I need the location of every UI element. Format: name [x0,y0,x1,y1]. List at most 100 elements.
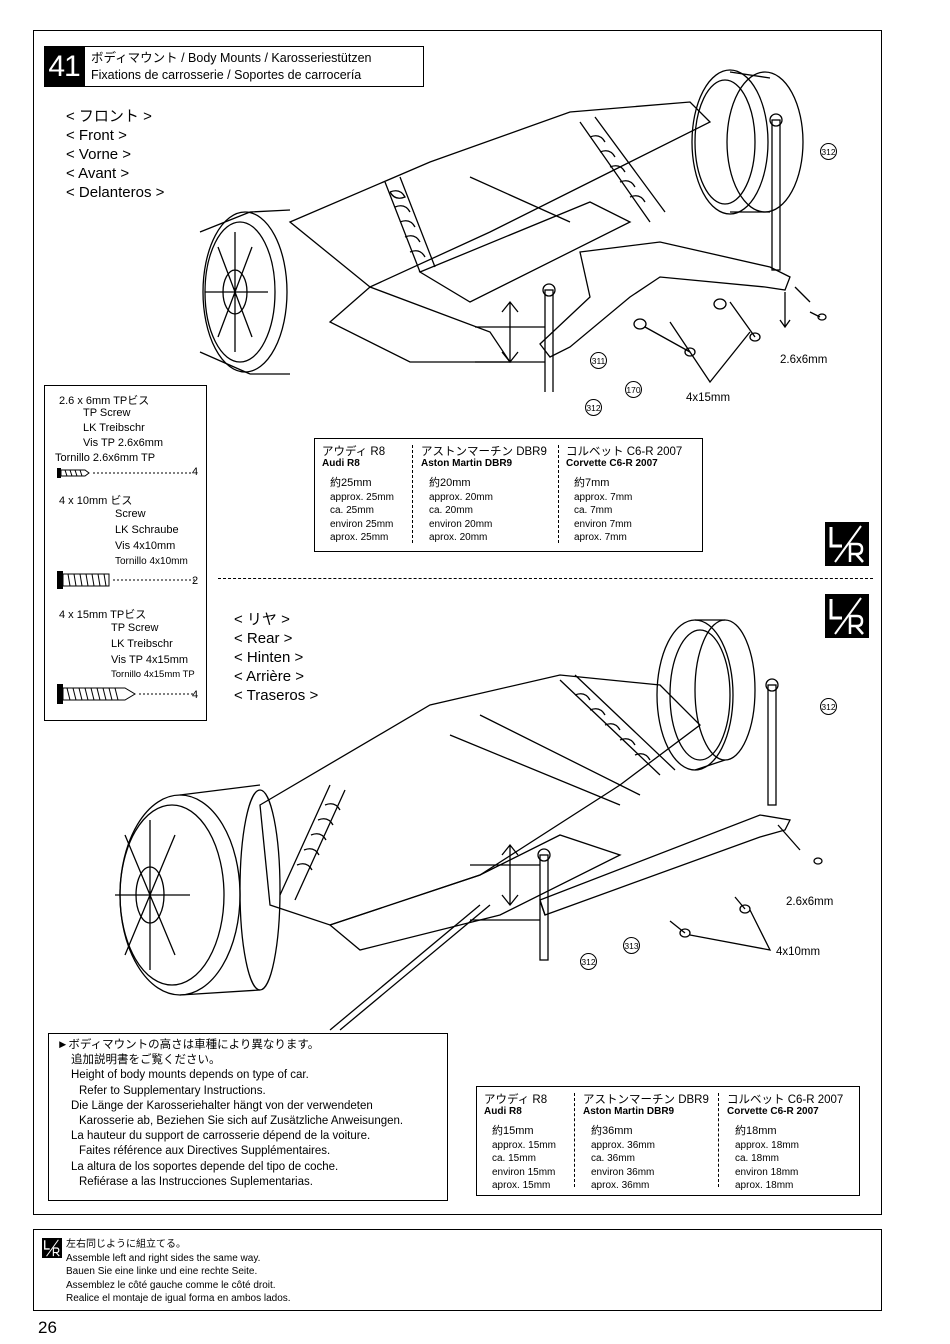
part-number-312-front-b: 312 [585,399,602,416]
height-value: aprox. 15mm [492,1180,551,1191]
height-value: approx. 36mm [591,1139,655,1151]
note-line: Refiérase a las Instrucciones Suplementa… [79,1175,313,1188]
note-line: ►ボディマウントの高さは車種により異なります。 [57,1039,320,1051]
height-value: environ 25mm [330,518,394,530]
part-number-312-front: 312 [820,143,837,160]
car-name-jp: アウディ R8 [322,446,386,458]
height-values: 約15mm approx. 15mm ca. 15mm environ 15mm… [492,1125,556,1193]
height-value: aprox. 20mm [429,532,488,543]
height-value: aprox. 25mm [330,532,389,543]
height-value: ca. 18mm [735,1153,779,1164]
car-name-en: Audi R8 [322,458,360,469]
height-value: environ 36mm [591,1166,655,1178]
part-title: 2.6 x 6mm TPビス [59,395,150,407]
front-label: < フロント > < Front > < Vorne > < Avant > <… [66,107,164,202]
part-name: Vis TP 4x15mm [111,654,189,666]
footer-note: 左右同じように組立てる。 Assemble left and right sid… [33,1229,882,1311]
part-title: 4 x 10mm ビス [59,495,133,507]
height-value: aprox. 18mm [735,1180,794,1191]
part-name: Tornillo 2.6x6mm TP [55,452,156,464]
footer-line: Bauen Sie eine linke und eine rechte Sei… [66,1266,258,1277]
height-value: approx. 18mm [735,1139,799,1151]
part-name: Tornillo 4x10mm [115,556,188,567]
car-name-jp: アウディ R8 [484,1094,548,1106]
rear-screw2-label: 4x10mm [776,946,821,958]
height-value: approx. 20mm [429,491,493,503]
height-value: 約25mm [330,477,372,489]
left-right-icon [825,594,869,638]
height-value: 約36mm [591,1125,633,1137]
step-title-line2: Fixations de carrosserie / Soportes de c… [91,68,362,82]
note-line: Height of body mounts depends on type of… [71,1069,309,1082]
height-value: 約18mm [735,1125,777,1137]
front-screw-label: 2.6x6mm [780,354,828,366]
part-qty: 2 [192,575,199,587]
note-line: Karosserie ab, Beziehen Sie sich auf Zus… [79,1115,404,1128]
screw-icon [57,571,195,589]
rear-label: < リヤ > < Rear > < Hinten > < Arrière > <… [234,610,318,705]
front-label-jp: < フロント > [66,108,152,125]
note-box: ►ボディマウントの高さは車種により異なります。 追加説明書をご覧ください。 He… [48,1033,448,1201]
front-label-es: < Delanteros > [66,184,165,201]
front-label-fr: < Avant > [66,165,130,182]
step-title-line1: ボディマウント / Body Mounts / Karosseriestütze… [91,51,372,65]
height-value: 約20mm [429,477,471,489]
parts-list: 2.6 x 6mm TPビス TP Screw LK Treibschr Vis… [44,385,207,721]
height-value: environ 7mm [574,518,632,530]
part-qty: 4 [192,689,199,701]
rear-label-en: < Rear > [234,630,293,647]
part-name: Tornillo 4x15mm TP [111,669,195,680]
part-name: LK Treibschr [111,638,173,650]
height-value: environ 18mm [735,1166,799,1178]
rear-label-es: < Traseros > [234,687,319,704]
part-number-313: 313 [623,937,640,954]
note-line: Die Länge der Karosseriehalter hängt von… [71,1099,373,1112]
front-chassis-illustration [199,69,827,392]
rear-label-jp: < リヤ > [234,611,290,628]
rear-screw-label: 2.6x6mm [786,896,834,908]
car-name-jp: コルベット C6-R 2007 [566,446,683,458]
column-separator [558,445,559,543]
height-value: environ 15mm [492,1166,556,1178]
footer-line: Assemble left and right sides the same w… [66,1252,261,1264]
height-values: 約25mm approx. 25mm ca. 25mm environ 25mm… [330,477,394,545]
rear-chassis-illustration [115,619,823,1031]
footer-line: Realice el montaje de igual forma en amb… [66,1293,291,1304]
front-label-en: < Front > [66,127,127,144]
section-divider [218,578,873,579]
height-values: 約18mm approx. 18mm ca. 18mm environ 18mm… [735,1125,799,1193]
height-value: aprox. 7mm [574,532,627,543]
car-name-en: Aston Martin DBR9 [583,1106,675,1117]
height-value: ca. 15mm [492,1153,536,1164]
left-right-icon [42,1238,62,1258]
part-name: Vis 4x10mm [115,540,176,552]
rear-label-fr: < Arrière > [234,668,305,685]
note-line: La hauteur du support de carrosserie dép… [71,1130,371,1143]
height-value: ca. 20mm [429,505,473,516]
footer-line: Assemblez le côté gauche comme le côté d… [66,1279,276,1291]
step-frame [33,30,882,1215]
part-qty: 4 [192,466,199,478]
rear-label-de: < Hinten > [234,649,304,666]
car-name-jp: アストンマーチン DBR9 [421,446,547,458]
column-separator [412,445,413,543]
part-name: LK Treibschr [83,422,145,434]
part-number-170: 170 [625,381,642,398]
height-value: ca. 36mm [591,1153,635,1164]
height-value: ca. 25mm [330,505,374,516]
height-value: approx. 25mm [330,491,394,503]
height-value: aprox. 36mm [591,1180,650,1191]
car-name-en: Corvette C6-R 2007 [566,458,658,469]
note-line: Faites référence aux Directives Suppléme… [79,1145,331,1158]
step-title: ボディマウント / Body Mounts / Karosseriestütze… [84,46,424,87]
screw-icon [57,684,195,704]
column-separator [718,1093,719,1187]
rear-height-table: アウディ R8 Audi R8 約15mm approx. 15mm ca. 1… [476,1086,860,1196]
height-values: 約7mm approx. 7mm ca. 7mm environ 7mm apr… [574,477,632,545]
car-name-jp: コルベット C6-R 2007 [727,1094,844,1106]
height-values: 約36mm approx. 36mm ca. 36mm environ 36mm… [591,1125,655,1193]
part-name: TP Screw [83,407,131,419]
part-title: 4 x 15mm TPビス [59,609,147,621]
part-number-311: 311 [590,352,607,369]
front-label-de: < Vorne > [66,146,132,163]
